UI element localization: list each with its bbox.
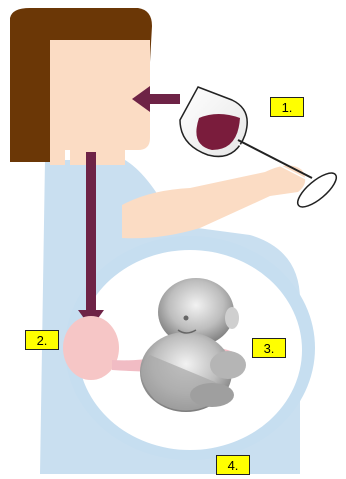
label-placenta: 2. [25, 330, 59, 350]
placenta [63, 316, 119, 380]
neck [70, 140, 125, 165]
label-fetus: 3. [252, 338, 286, 358]
label-wine-glass: 1. [270, 97, 304, 117]
label-uterus: 4. [216, 455, 250, 475]
